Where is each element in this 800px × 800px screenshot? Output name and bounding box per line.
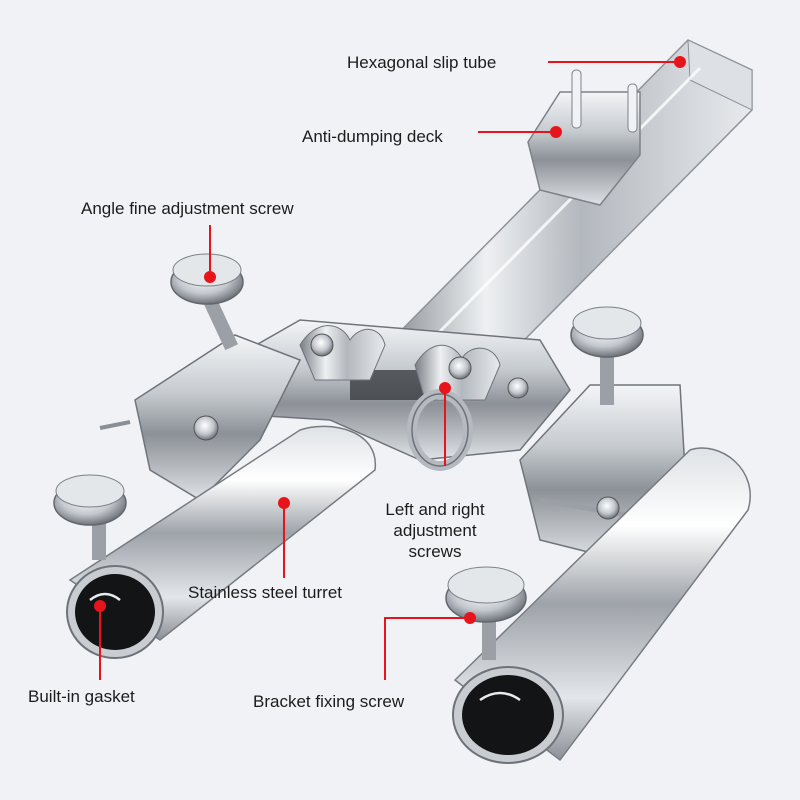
anti-dumping-deck	[527, 69, 641, 206]
label-angle-fine-adjustment-screw: Angle fine adjustment screw	[81, 199, 294, 218]
slip-tube	[371, 39, 753, 411]
label-lr-line-2: adjustment	[393, 521, 477, 540]
label-lr-line-1: Left and right	[385, 500, 485, 519]
label-bracket-fixing-screw: Bracket fixing screw	[253, 692, 405, 711]
angle-adjust-screw-left	[170, 253, 244, 351]
angle-adjust-screw-right	[570, 306, 644, 405]
label-hexagonal-slip-tube: Hexagonal slip tube	[347, 53, 497, 72]
bracket-fixing-screw-left	[53, 474, 127, 560]
right-turret-tube	[452, 447, 751, 764]
left-turret-tube	[66, 425, 376, 659]
center-plate	[229, 319, 571, 471]
left-bracket	[99, 334, 302, 501]
label-anti-dumping-deck: Anti-dumping deck	[302, 127, 443, 146]
label-left-right-adjustment-screws: Left and right adjustment screws	[352, 499, 518, 562]
callouts	[94, 56, 686, 680]
label-stainless-steel-turret: Stainless steel turret	[188, 583, 343, 602]
label-built-in-gasket: Built-in gasket	[28, 687, 135, 706]
label-lr-line-3: screws	[408, 542, 462, 561]
bracket-fixing-screw-right	[445, 566, 527, 660]
